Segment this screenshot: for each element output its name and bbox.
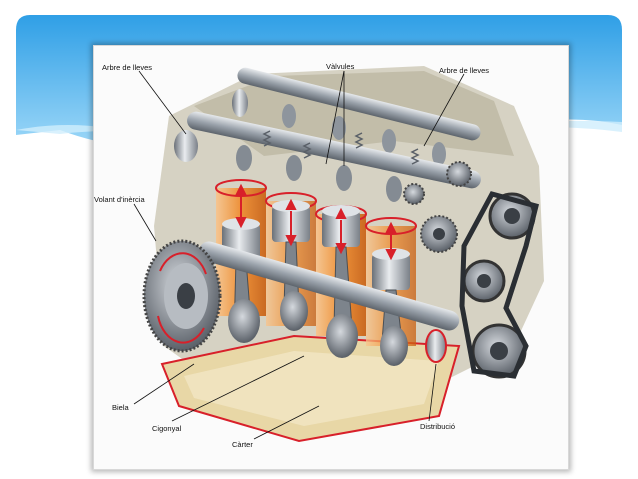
valve-springs: [262, 130, 420, 165]
label-camshaft-right: Arbre de lleves: [439, 66, 490, 75]
crankshaft: [198, 241, 460, 366]
label-connecting-rod: Biela: [112, 403, 129, 412]
engine-diagram-frame: Arbre de lleves Vàlvules Arbre de lleves…: [93, 45, 569, 470]
label-crankshaft: Cigonyal: [152, 424, 182, 433]
label-flywheel: Volant d'inèrcia: [94, 195, 145, 204]
timing-gears: [403, 161, 540, 379]
camshaft-upper: [232, 67, 481, 166]
motion-arrows: [235, 183, 397, 261]
leader-lines: [133, 70, 465, 440]
camshaft-lower: [174, 111, 481, 202]
engine-illustration: [133, 66, 544, 443]
label-camshaft-left: Arbre de lleves: [102, 63, 153, 72]
label-crankcase: Càrter: [232, 440, 253, 449]
flywheel: [142, 239, 222, 353]
label-valves: Vàlvules: [326, 62, 355, 71]
label-timing: Distribució: [420, 422, 456, 431]
